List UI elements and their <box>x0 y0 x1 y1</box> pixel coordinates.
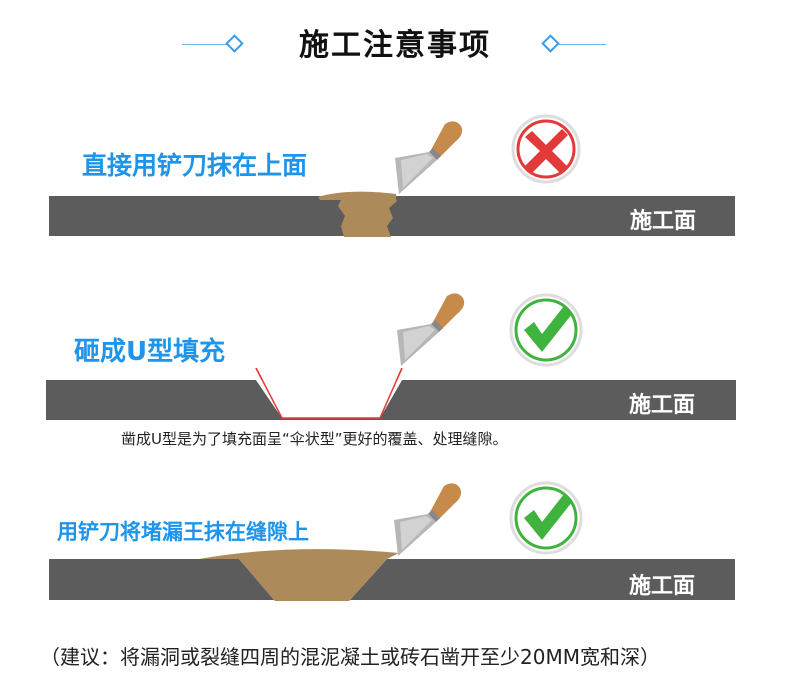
section-2-label: 砸成U型填充 <box>74 337 226 367</box>
slab-2 <box>46 368 736 420</box>
check-mark-icon <box>509 293 583 367</box>
section-3-label: 用铲刀将堵漏王抹在缝隙上 <box>57 520 309 544</box>
section-2-surface: 施工面 <box>629 393 696 418</box>
section-2-note: 凿成U型是为了填充面呈“伞状型”更好的覆盖、处理缝隙。 <box>121 430 508 448</box>
slab-1 <box>49 196 735 237</box>
section-3-surface: 施工面 <box>629 574 696 599</box>
footer-note: （建议：将漏洞或裂缝四周的混泥凝土或砖石凿开至少20MM宽和深） <box>40 645 660 669</box>
putty-knife-icon <box>395 121 463 194</box>
section-1-label: 直接用铲刀抹在上面 <box>82 151 308 180</box>
page-title: 施工注意事项 <box>299 28 491 63</box>
section-wrong <box>49 196 735 238</box>
title-line-right <box>556 44 606 45</box>
putty-knife-icon <box>397 293 465 366</box>
cross-mark-icon <box>511 114 581 184</box>
section-1-surface: 施工面 <box>630 209 697 234</box>
putty-knife-icon <box>394 483 462 556</box>
filler-top-1 <box>318 191 396 200</box>
title-line-left <box>182 44 227 45</box>
check-mark-icon <box>509 481 583 555</box>
slab-3 <box>49 549 735 601</box>
